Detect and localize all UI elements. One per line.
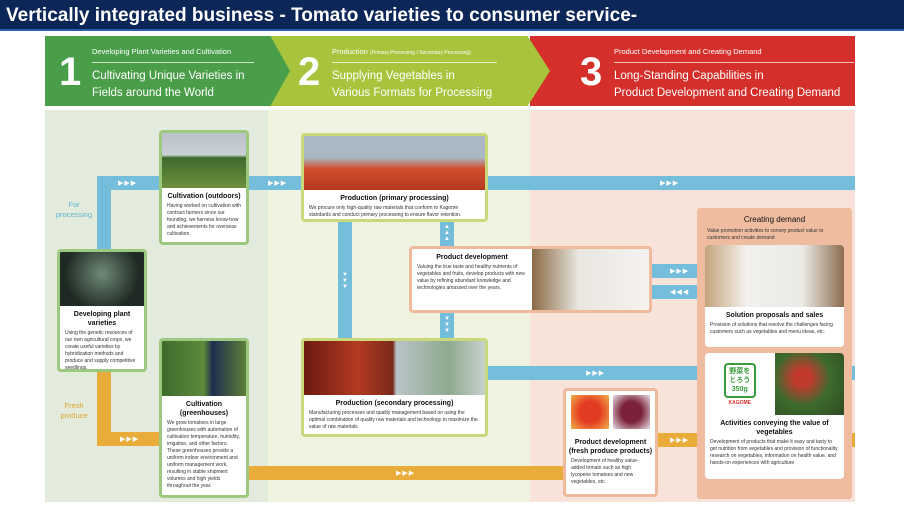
arrow-right-icon: ▶▶▶ [670, 437, 690, 444]
processing-flow-vertical [97, 176, 111, 256]
to-demand-line [650, 264, 697, 278]
fresh-produce-label: Fresh produce [60, 401, 88, 420]
card-text: Development of healthy value-added tomat… [571, 458, 639, 485]
card-title: Production (primary processing) [340, 195, 449, 202]
stage-subtitle: Developing Plant Varieties and Cultivati… [92, 47, 254, 63]
lab-photo [532, 249, 649, 310]
arrow-right-icon: ▶▶▶ [118, 180, 138, 187]
card-solution-proposals: Solution proposals and sales Provision o… [705, 245, 844, 347]
card-text: Using the genetic resources of our own a… [65, 330, 136, 371]
card-title: Solution proposals and sales [725, 312, 824, 319]
card-title: Product development (fresh produce produ… [568, 439, 653, 455]
arrow-right-icon: ▶▶▶ [586, 370, 606, 377]
for-processing-label: For processing [55, 200, 93, 219]
flow-vertical [440, 312, 454, 340]
card-text: Development of products that make it eas… [710, 439, 838, 466]
seedling-photo [60, 252, 144, 306]
produce-photos [566, 391, 655, 429]
tomato-harvest-photo [304, 136, 485, 190]
card-title: Developing plant varieties [73, 311, 131, 327]
tomato-pack-image [571, 395, 609, 429]
card-title: Activities conveying the value of vegeta… [720, 420, 829, 436]
from-demand-line [650, 285, 697, 299]
arrow-down-icon: ▼▼▼ [342, 272, 349, 290]
stage-2-band: 2 Production (Primary Processing / Secon… [270, 36, 550, 106]
page-title: Vertically integrated business - Tomato … [6, 5, 638, 26]
arrow-right-icon: ▶▶▶ [670, 268, 690, 275]
stage-number: 1 [59, 50, 82, 94]
meeting-photo [705, 245, 844, 307]
stage-3-band: 3 Product Development and Creating Deman… [530, 36, 855, 106]
tomato-picking-photo [774, 353, 844, 415]
arrow-right-icon: ▶▶▶ [268, 180, 288, 187]
card-primary-processing: Production (primary processing) We procu… [301, 133, 488, 222]
stage-number: 3 [580, 50, 603, 94]
card-text: Having worked on cultivation with contra… [167, 203, 241, 237]
card-title: Product development [436, 254, 508, 261]
arrow-left-icon: ◀◀◀ [670, 289, 690, 296]
card-title: Cultivation (outdoors) [167, 193, 241, 200]
card-title: Cultivation (greenhouses) [179, 401, 229, 417]
arrow-right-icon: ▶▶▶ [660, 180, 680, 187]
arrow-down-icon: ▼▼▼ [444, 316, 451, 334]
fresh-flow-line-2 [249, 466, 565, 480]
card-secondary-processing: Production (secondary processing) Manufa… [301, 338, 488, 437]
panel-title: Creating demand [743, 215, 806, 224]
stage-subtitle: Production (Primary Processing / Seconda… [332, 47, 497, 63]
card-activities-value: 野菜をとろう 350g KAGOME Activities conveying … [705, 353, 844, 479]
creating-demand-panel: Creating demand Value promotion activiti… [697, 208, 852, 499]
card-text: Provision of solutions that resolve the … [710, 322, 833, 335]
vegetable-350-logo: 野菜をとろう 350g KAGOME [705, 353, 775, 415]
greenhouse-photo [162, 341, 246, 396]
flow-vertical [440, 222, 454, 248]
card-developing-varieties: Developing plant varieties Using the gen… [57, 249, 147, 372]
card-cultivation-outdoors: Cultivation (outdoors) Having worked on … [159, 130, 249, 245]
stage-number: 2 [298, 50, 321, 94]
title-bar: Vertically integrated business - Tomato … [0, 0, 904, 31]
stage-subtitle: Product Development and Creating Demand [614, 47, 854, 63]
card-text: We grow tomatoes in large greenhouses wi… [167, 420, 240, 489]
arrow-right-icon: ▶▶▶ [396, 470, 416, 477]
activities-images: 野菜をとろう 350g KAGOME [705, 353, 844, 415]
tractor-photo [162, 133, 246, 188]
card-cultivation-greenhouses: Cultivation (greenhouses) We grow tomato… [159, 338, 249, 498]
kagome-logo: KAGOME [728, 399, 752, 406]
factory-photo [304, 341, 485, 395]
fresh-flow-vertical [97, 370, 111, 446]
stage-1-band: 1 Developing Plant Varieties and Cultiva… [45, 36, 290, 106]
card-fresh-produce-development: Product development (fresh produce produ… [563, 388, 658, 497]
card-text: Manufacturing processes and quality mana… [309, 410, 478, 430]
card-title: Production (secondary processing) [335, 400, 454, 407]
card-text: Valuing the true taste and healthy nutri… [417, 264, 525, 291]
flow-vertical [338, 222, 352, 340]
arrow-right-icon: ▶▶▶ [120, 436, 140, 443]
onion-pack-image [612, 395, 650, 429]
panel-intro: Value promotion activities to convey pro… [707, 228, 824, 241]
arrow-up-icon: ▲▲▲ [444, 224, 451, 242]
fresh-flow-line [97, 432, 162, 446]
card-text: We procure only high-quality raw materia… [309, 205, 462, 218]
